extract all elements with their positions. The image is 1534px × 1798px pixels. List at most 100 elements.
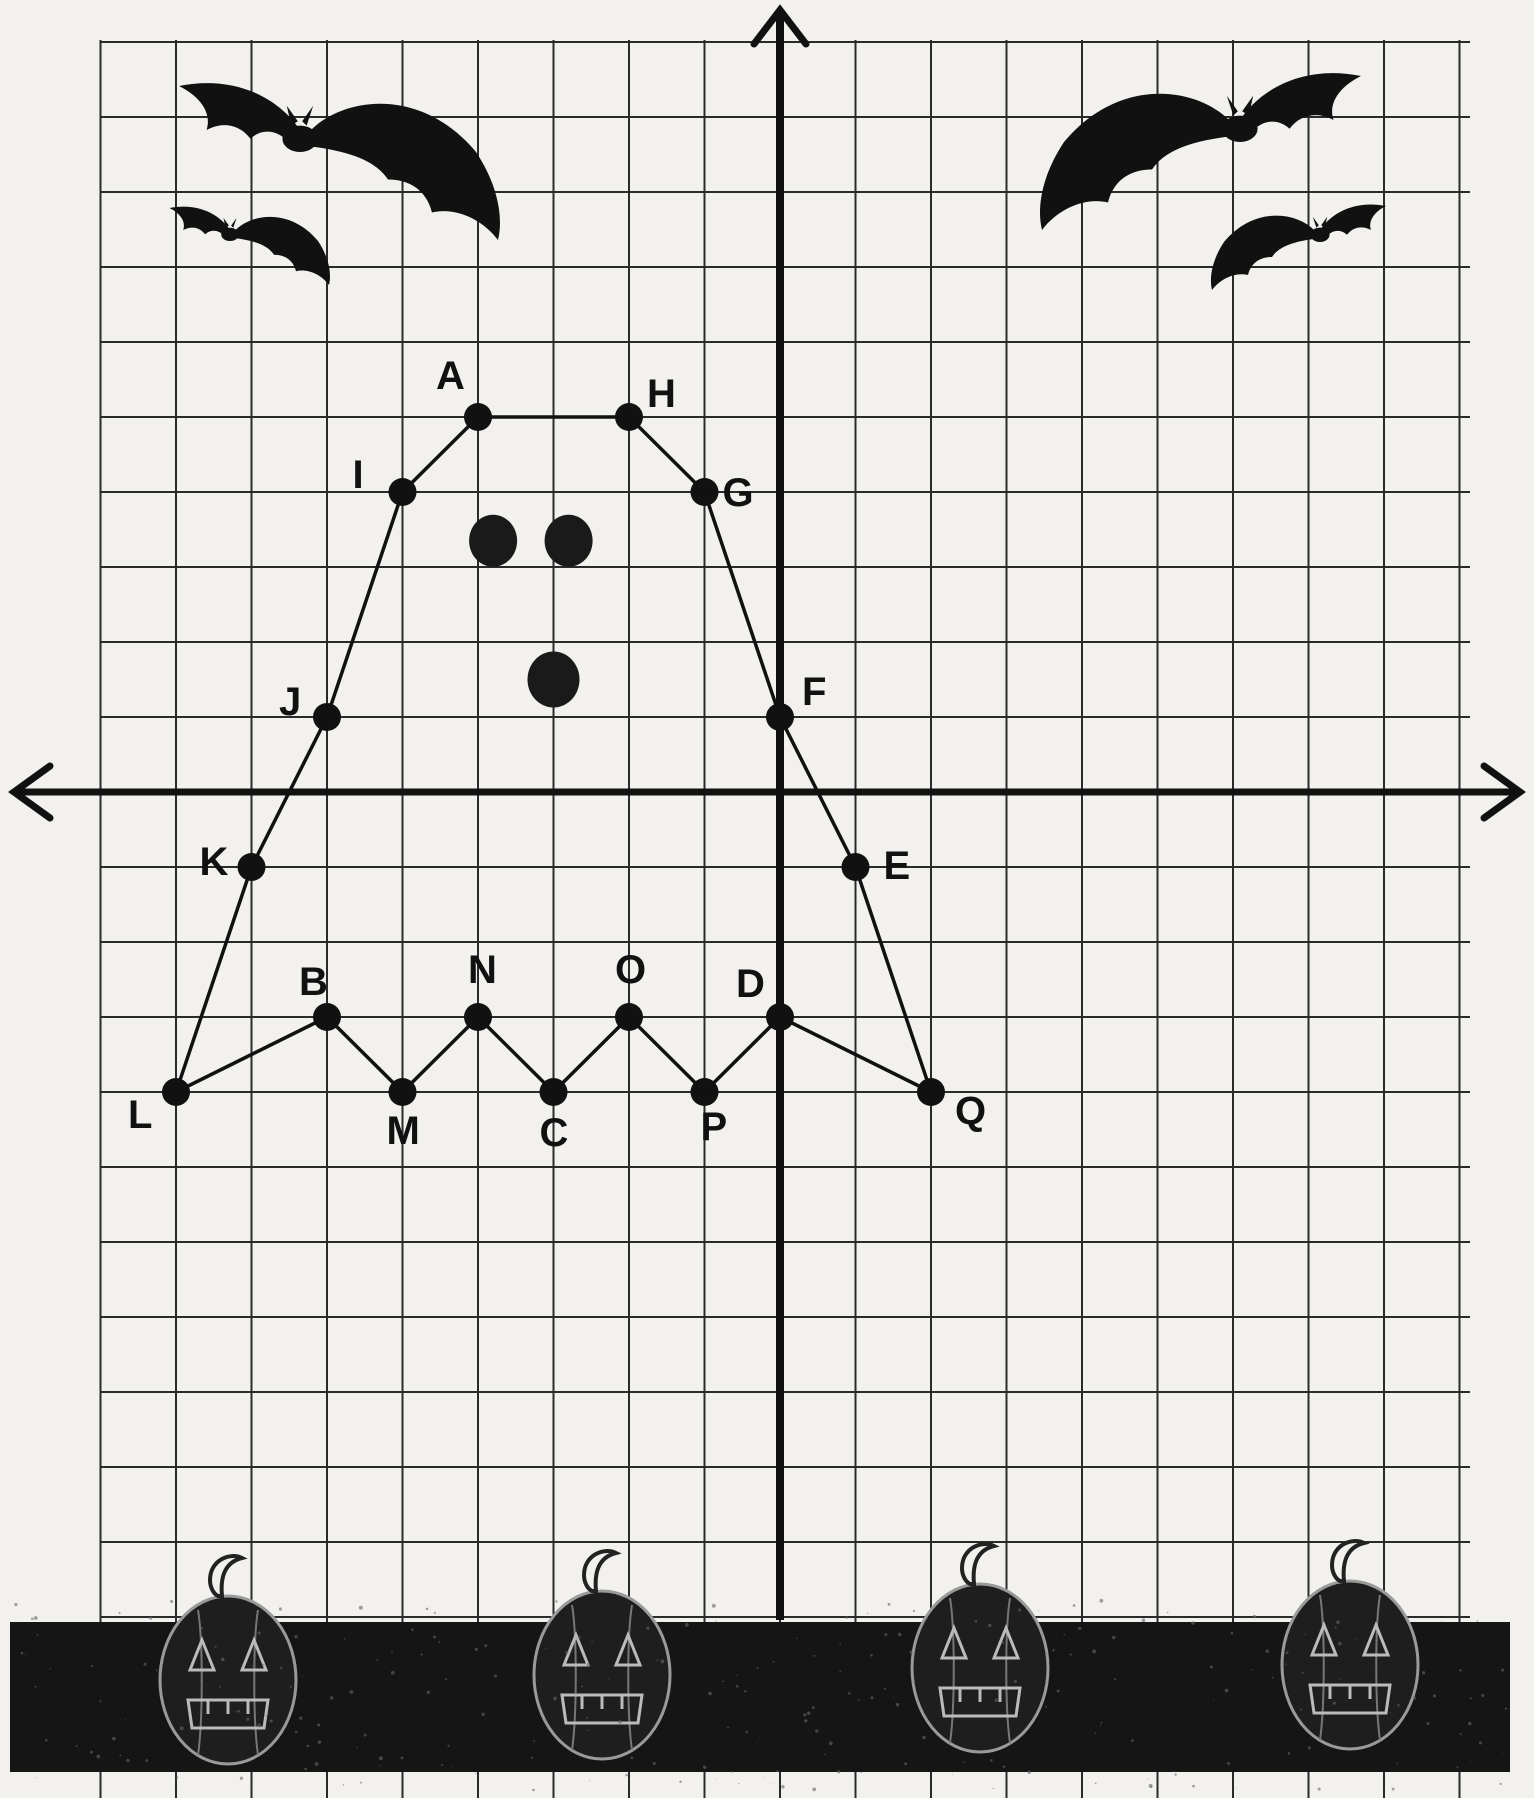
footer-speckle (201, 1627, 203, 1629)
bat-ears (1313, 217, 1327, 228)
footer-speckle (660, 1660, 664, 1664)
footer-speckle (90, 1751, 93, 1754)
pumpkin-body (534, 1591, 670, 1759)
footer-speckle (1213, 1699, 1214, 1700)
footer-speckle (888, 1603, 891, 1606)
bat-large-top-left (179, 83, 500, 240)
footer-speckle (317, 1724, 320, 1727)
footer-speckle (952, 1774, 953, 1775)
grid-lines (100, 40, 1470, 1798)
footer-speckle (712, 1604, 716, 1608)
footer-speckle (638, 1733, 639, 1734)
point-label-e: E (884, 844, 911, 888)
footer-speckle (45, 1739, 48, 1742)
point-label-c: C (540, 1111, 569, 1155)
bat-small-top-left (170, 207, 330, 285)
footer-speckle (1427, 1722, 1430, 1725)
footer-speckle (1501, 1669, 1504, 1672)
footer-speckle (119, 1612, 121, 1614)
footer-speckle (839, 1644, 841, 1646)
footer-speckle (1472, 1629, 1473, 1630)
footer-speckle (884, 1633, 887, 1636)
footer-speckle (759, 1737, 760, 1738)
footer-speckle (896, 1703, 900, 1707)
footer-speckle (988, 1624, 992, 1628)
footer-speckle (1336, 1620, 1340, 1624)
footer-speckle (180, 1726, 184, 1730)
footer-speckle (757, 1667, 759, 1669)
footer-speckle (845, 1616, 848, 1619)
pumpkin-stem (584, 1551, 616, 1591)
footer-band (10, 1541, 1510, 1791)
footer-speckle (1070, 1654, 1072, 1656)
point-e (842, 853, 870, 881)
footer-speckle (1318, 1788, 1321, 1791)
footer-speckle (21, 1753, 22, 1754)
point-b (313, 1003, 341, 1031)
footer-speckle (391, 1651, 393, 1653)
footer-speckle (773, 1661, 775, 1663)
footer-speckle (1147, 1779, 1148, 1780)
footer-speckle (839, 1670, 841, 1672)
footer-speckle (1210, 1665, 1213, 1668)
footer-speckle (145, 1759, 148, 1762)
footer-speckle (343, 1784, 344, 1785)
footer-speckle (1057, 1690, 1060, 1693)
footer-speckle (858, 1699, 860, 1701)
footer-speckle (1396, 1763, 1398, 1765)
footer-speckle (815, 1729, 818, 1732)
bat-ears (287, 106, 313, 126)
footer-speckle (119, 1755, 121, 1757)
footer-speckle (280, 1667, 282, 1669)
footer-speckle (679, 1781, 681, 1783)
point-i (389, 478, 417, 506)
footer-speckle (25, 1654, 26, 1655)
footer-speckle (618, 1720, 622, 1724)
footer-speckle (703, 1766, 706, 1769)
pumpkin-body (160, 1596, 296, 1764)
footer-speckle (1470, 1697, 1472, 1699)
footer-speckle (200, 1680, 201, 1681)
footer-speckle (35, 1777, 36, 1778)
footer-speckle (998, 1641, 999, 1642)
footer-speckle (913, 1610, 915, 1612)
footer-speckle (807, 1711, 811, 1715)
bat-left-wing (1240, 73, 1361, 131)
footer-speckle (441, 1764, 443, 1766)
footer-speckle (344, 1638, 346, 1640)
footer-speckle (773, 1783, 774, 1784)
footer-speckle (1100, 1725, 1101, 1726)
point-label-m: M (387, 1109, 420, 1153)
point-n (464, 1003, 492, 1031)
footer-speckle (279, 1607, 282, 1610)
footer-speckle (731, 1771, 733, 1773)
footer-speckle (848, 1692, 851, 1695)
footer-speckle (813, 1655, 815, 1657)
footer-speckle (1286, 1651, 1289, 1654)
footer-speckle (421, 1653, 423, 1655)
footer-speckle (379, 1756, 383, 1760)
footer-speckle (1335, 1627, 1337, 1629)
footer-speckle (294, 1635, 297, 1638)
point-m (389, 1078, 417, 1106)
footer-speckle (484, 1644, 487, 1647)
footer-speckle (359, 1606, 363, 1610)
footer-speckle (1078, 1627, 1081, 1630)
footer-speckle (241, 1703, 242, 1704)
footer-speckle (290, 1751, 291, 1752)
point-label-n: N (468, 948, 497, 992)
footer-speckle (235, 1711, 236, 1712)
footer-speckle (427, 1691, 430, 1694)
footer-speckle (1468, 1722, 1472, 1726)
footer-speckle (716, 1779, 717, 1780)
footer-speckle (315, 1762, 319, 1766)
footer-speckle (1173, 1771, 1174, 1772)
footer-speckle (1231, 1632, 1234, 1635)
point-label-j: J (279, 680, 301, 724)
footer-speckle (215, 1646, 217, 1648)
footer-speckle (265, 1715, 266, 1716)
footer-speckle (904, 1762, 907, 1765)
footer-speckle (475, 1773, 476, 1774)
footer-speckle (591, 1641, 593, 1643)
footer-speckle (219, 1686, 221, 1688)
